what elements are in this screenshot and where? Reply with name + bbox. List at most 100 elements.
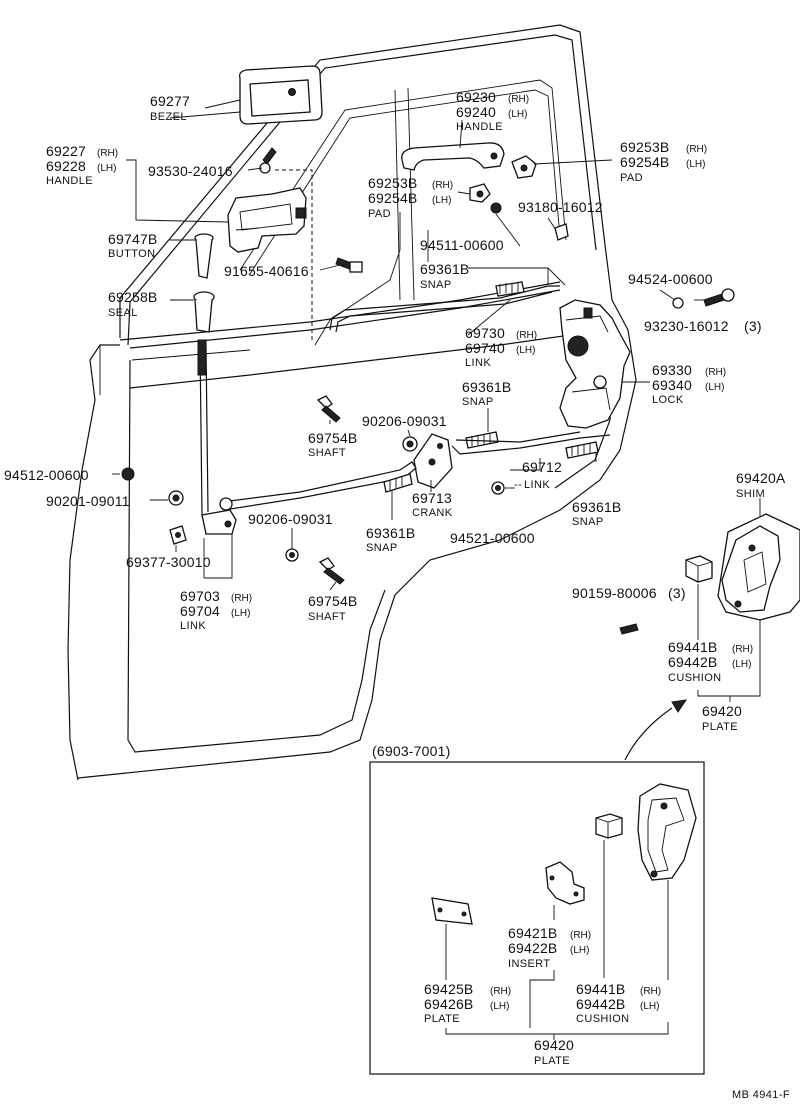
svg-text:--: -- <box>514 479 522 491</box>
label-link-69712: 69712 -- LINK <box>514 459 562 491</box>
screw-93530-shape <box>259 147 277 174</box>
svg-text:(3): (3) <box>668 585 686 601</box>
svg-text:69713: 69713 <box>412 490 452 506</box>
shaft-top-shape <box>316 395 341 423</box>
label-plate-small-inset: 69425B (RH) 69426B (LH) PLATE <box>424 981 511 1025</box>
pad-left-shape <box>469 183 491 203</box>
svg-text:LOCK: LOCK <box>652 394 684 406</box>
svg-text:69330: 69330 <box>652 362 692 378</box>
label-plate-inset: 69420 PLATE <box>534 1037 574 1067</box>
label-inner-handle: 69227 (RH) 69228 (LH) HANDLE <box>46 143 118 187</box>
label-link-69703: 69703 (RH) 69704 (LH) LINK <box>180 588 252 632</box>
svg-text:69703: 69703 <box>180 588 220 604</box>
outer-handle-shape <box>401 142 505 171</box>
upper-link-rod <box>329 281 560 333</box>
svg-text:69740: 69740 <box>465 340 505 356</box>
svg-text:69230: 69230 <box>456 89 496 105</box>
label-lock: 69330 (RH) 69340 (LH) LOCK <box>652 362 726 406</box>
crank-shape <box>413 433 453 489</box>
button-shape <box>194 233 214 279</box>
screw-93180-shape <box>554 223 569 241</box>
nut-94521-shape <box>491 481 505 495</box>
label-outer-handle: 69230 (RH) 69240 (LH) HANDLE <box>456 89 529 133</box>
svg-text:(RH): (RH) <box>732 644 753 655</box>
cushion-main-shape <box>685 555 713 583</box>
screw-91655-label: 91655-40616 <box>224 263 309 279</box>
svg-text:SNAP: SNAP <box>462 396 494 408</box>
svg-text:PLATE: PLATE <box>702 721 738 733</box>
svg-text:CUSHION: CUSHION <box>576 1013 630 1025</box>
svg-text:69361B: 69361B <box>572 499 621 515</box>
label-button: 69747B BUTTON <box>108 231 157 260</box>
svg-text:69420: 69420 <box>702 703 742 719</box>
seal-shape <box>193 291 215 333</box>
svg-text:(RH): (RH) <box>508 94 529 105</box>
washer-90201-shape <box>168 490 184 506</box>
svg-text:(RH): (RH) <box>686 144 707 155</box>
svg-text:(RH): (RH) <box>231 593 252 604</box>
washer-90206-top-shape <box>402 436 418 452</box>
door-lock-shape <box>559 299 631 429</box>
screw-93230-shape <box>703 288 735 307</box>
nut-94524-shape <box>672 297 684 309</box>
snap-right-shape <box>565 441 599 459</box>
nut-94511-label: 94511-00600 <box>420 237 504 253</box>
inner-handle-shape <box>227 187 307 253</box>
label-plate-main: 69420 PLATE <box>702 703 742 733</box>
svg-text:93230-16012: 93230-16012 <box>644 318 729 334</box>
label-shaft-low: 69754B SHAFT <box>308 593 357 623</box>
label-shim: 69420A SHIM <box>736 470 786 500</box>
svg-text:69712: 69712 <box>522 459 562 475</box>
svg-text:(RH): (RH) <box>705 367 726 378</box>
label-crank: 69713 CRANK <box>412 490 453 519</box>
lower-link-rod <box>219 461 417 511</box>
svg-text:LINK: LINK <box>465 357 491 369</box>
svg-text:PLATE: PLATE <box>534 1055 570 1067</box>
nut-94511-shape <box>490 202 502 214</box>
svg-text:LINK: LINK <box>180 620 206 632</box>
svg-text:69422B: 69422B <box>508 940 557 956</box>
svg-text:69253B: 69253B <box>368 175 417 191</box>
label-link-69730: 69730 (RH) 69740 (LH) LINK <box>465 325 537 369</box>
inner-handle-lh: 69228 <box>46 158 86 174</box>
svg-text:PAD: PAD <box>368 208 391 220</box>
screw-93530-label: 93530-24016 <box>148 163 233 179</box>
svg-text:69754B: 69754B <box>308 593 357 609</box>
svg-text:(LH): (LH) <box>570 945 589 956</box>
label-snap-low: 69361B SNAP <box>366 525 415 554</box>
label-seal: 69258B SEAL <box>108 289 157 319</box>
svg-text:69254B: 69254B <box>620 154 669 170</box>
svg-text:69442B: 69442B <box>668 654 717 670</box>
label-pad-left: 69253B (RH) 69254B (LH) PAD <box>368 175 453 220</box>
svg-text:(RH): (RH) <box>490 986 511 997</box>
lock-rod <box>197 339 213 521</box>
label-pad-right: 69253B (RH) 69254B (LH) PAD <box>620 139 707 184</box>
button-part-number: 69747B <box>108 231 157 247</box>
svg-text:CUSHION: CUSHION <box>668 672 722 684</box>
svg-text:69420A: 69420A <box>736 470 786 486</box>
button-name: BUTTON <box>108 248 155 260</box>
link-69712-rod <box>451 431 611 455</box>
washer-90201-label: 90201-09011 <box>46 493 130 509</box>
label-cushion-inset: 69441B (RH) 69442B (LH) CUSHION <box>576 981 661 1025</box>
svg-text:LINK: LINK <box>524 479 550 491</box>
svg-text:69442B: 69442B <box>576 996 625 1012</box>
svg-text:69361B: 69361B <box>420 261 469 277</box>
svg-text:(RH): (RH) <box>640 986 661 997</box>
svg-text:CRANK: CRANK <box>412 507 453 519</box>
svg-text:69361B: 69361B <box>366 525 415 541</box>
svg-text:(LH): (LH) <box>508 109 527 120</box>
label-cushion-main: 69441B (RH) 69442B (LH) CUSHION <box>668 639 753 684</box>
screw-91655-shape <box>335 257 363 273</box>
inner-handle-rh: 69227 <box>46 143 86 159</box>
svg-text:(LH): (LH) <box>732 659 751 670</box>
label-bezel: 69277 BEZEL <box>150 93 190 123</box>
pad-right-shape <box>511 155 537 179</box>
svg-text:(RH): (RH) <box>570 930 591 941</box>
svg-text:69754B: 69754B <box>308 430 357 446</box>
seal-part-number: 69258B <box>108 289 157 305</box>
svg-text:69441B: 69441B <box>576 981 625 997</box>
svg-text:69420: 69420 <box>534 1037 574 1053</box>
diagram-code: MB 4941-F <box>732 1089 790 1101</box>
svg-text:(RH): (RH) <box>432 180 453 191</box>
